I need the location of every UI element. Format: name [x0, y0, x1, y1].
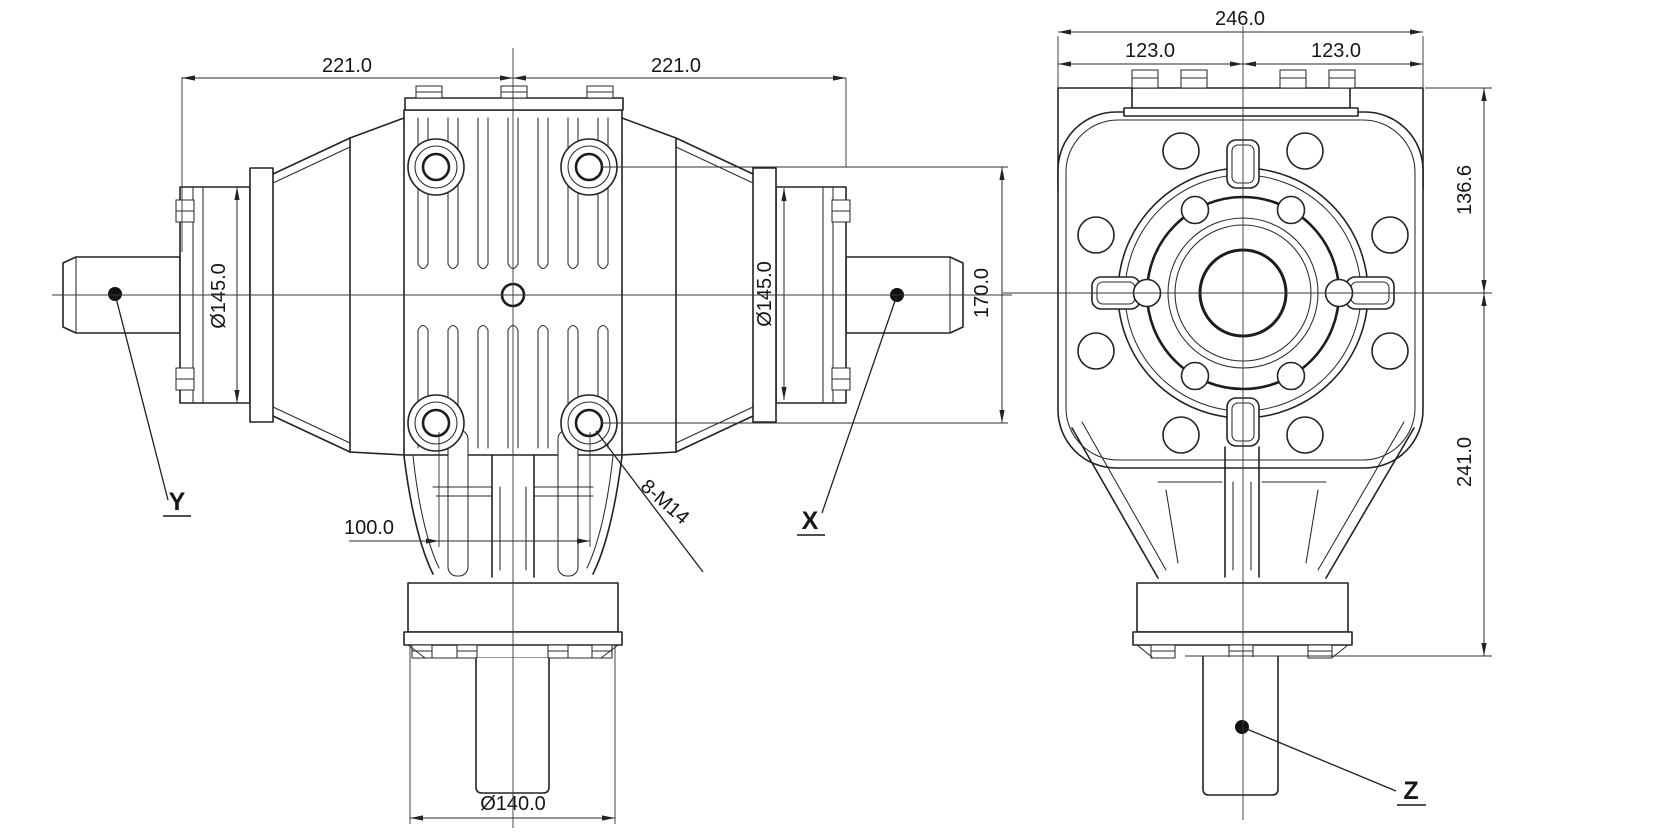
dim-front-flange-dia-left: Ø145.0 [208, 263, 230, 329]
leg-slot-left [447, 429, 469, 577]
bolt-bosses [407, 138, 618, 452]
side-top-plate [1123, 69, 1359, 117]
leg-slot-right [557, 429, 579, 577]
dim-side-half-left: 123.0 [1125, 40, 1175, 62]
square-housing-face [1057, 111, 1424, 469]
right-shaft-assembly [621, 117, 964, 456]
dim-side-upper-height: 136.6 [1454, 165, 1476, 215]
dim-front-flange-dia-right: Ø145.0 [754, 261, 776, 327]
label-shaft-x: X [802, 507, 819, 535]
dim-side-lower-height: 241.0 [1454, 437, 1476, 487]
dim-front-width-left: 221.0 [322, 55, 372, 77]
label-shaft-y: Y [169, 488, 186, 516]
label-shaft-z: Z [1403, 777, 1418, 805]
cover-bolts [415, 85, 614, 99]
housing-corner-holes [1077, 132, 1409, 454]
bottom-output-section [403, 454, 623, 794]
front-view: 221.0 221.0 Ø145.0 Ø145.0 170.0 100.0 Ø1… [52, 48, 1012, 828]
dim-front-bolt-v-spacing: 170.0 [971, 268, 993, 318]
side-base-bolts [1150, 644, 1333, 659]
side-centerlines [1003, 26, 1480, 820]
dim-front-width-right: 221.0 [651, 55, 701, 77]
dim-front-bolt-h-spacing: 100.0 [344, 517, 394, 539]
output-shaft-front [475, 657, 550, 794]
dim-side-half-right: 123.0 [1311, 40, 1361, 62]
dim-side-total-width: 246.0 [1215, 8, 1265, 30]
front-centerlines [52, 48, 1012, 828]
left-shaft-assembly [62, 117, 405, 456]
side-shaft-label: Z [1235, 720, 1426, 806]
base-bolts [411, 644, 613, 659]
side-dimensions: 246.0 123.0 123.0 136.6 241.0 [1057, 8, 1492, 657]
side-view: 246.0 123.0 123.0 136.6 241.0 Z [1003, 8, 1492, 820]
